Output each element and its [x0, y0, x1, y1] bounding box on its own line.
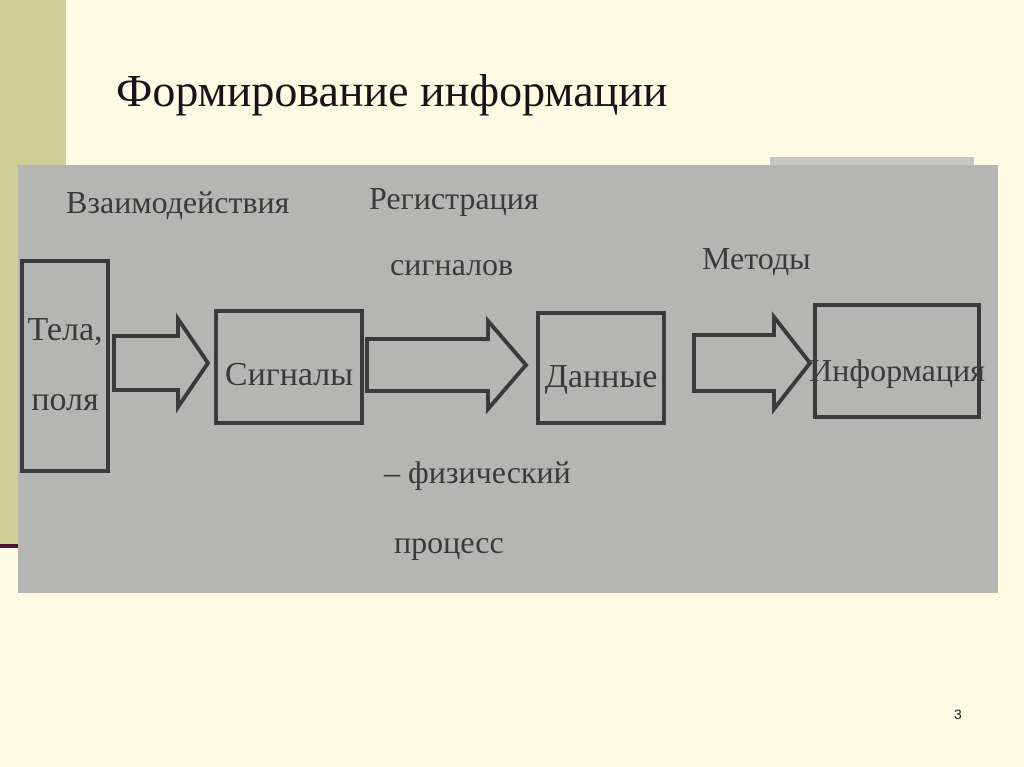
edge-label-registration-line1: Регистрация	[369, 180, 539, 216]
edge-label-registration-line2: сигналов	[390, 246, 513, 282]
diagram-svg: Тела, поля Взаимодействия Сигналы Регист…	[20, 180, 985, 560]
node-signals-label: Сигналы	[225, 356, 353, 393]
node-data-label: Данные	[545, 358, 658, 395]
edge-label-interactions: Взаимодействия	[66, 184, 290, 220]
slide-number: 3	[954, 706, 962, 722]
slide-title: Формирование информации	[116, 65, 668, 116]
diagram-tab	[770, 157, 974, 167]
edge-label-methods: Методы	[702, 240, 811, 276]
node-bodies-line2: поля	[31, 381, 99, 418]
node-information-label: Информация	[809, 352, 985, 388]
node-bodies-box	[20, 259, 110, 473]
node-signals-box	[214, 309, 364, 425]
node-data-box	[536, 311, 666, 425]
node-bodies-line1: Тела,	[27, 311, 102, 348]
arrow-bodies-to-signals	[112, 312, 211, 414]
arrow-signals-to-data	[365, 315, 529, 415]
diagram-image: Тела, поля Взаимодействия Сигналы Регист…	[18, 165, 998, 593]
arrow-data-to-information	[692, 311, 813, 415]
edge-label-physical-process-line2: процесс	[394, 524, 504, 560]
edge-label-physical-process-line1: – физический	[383, 454, 571, 490]
node-information-box	[813, 303, 981, 419]
